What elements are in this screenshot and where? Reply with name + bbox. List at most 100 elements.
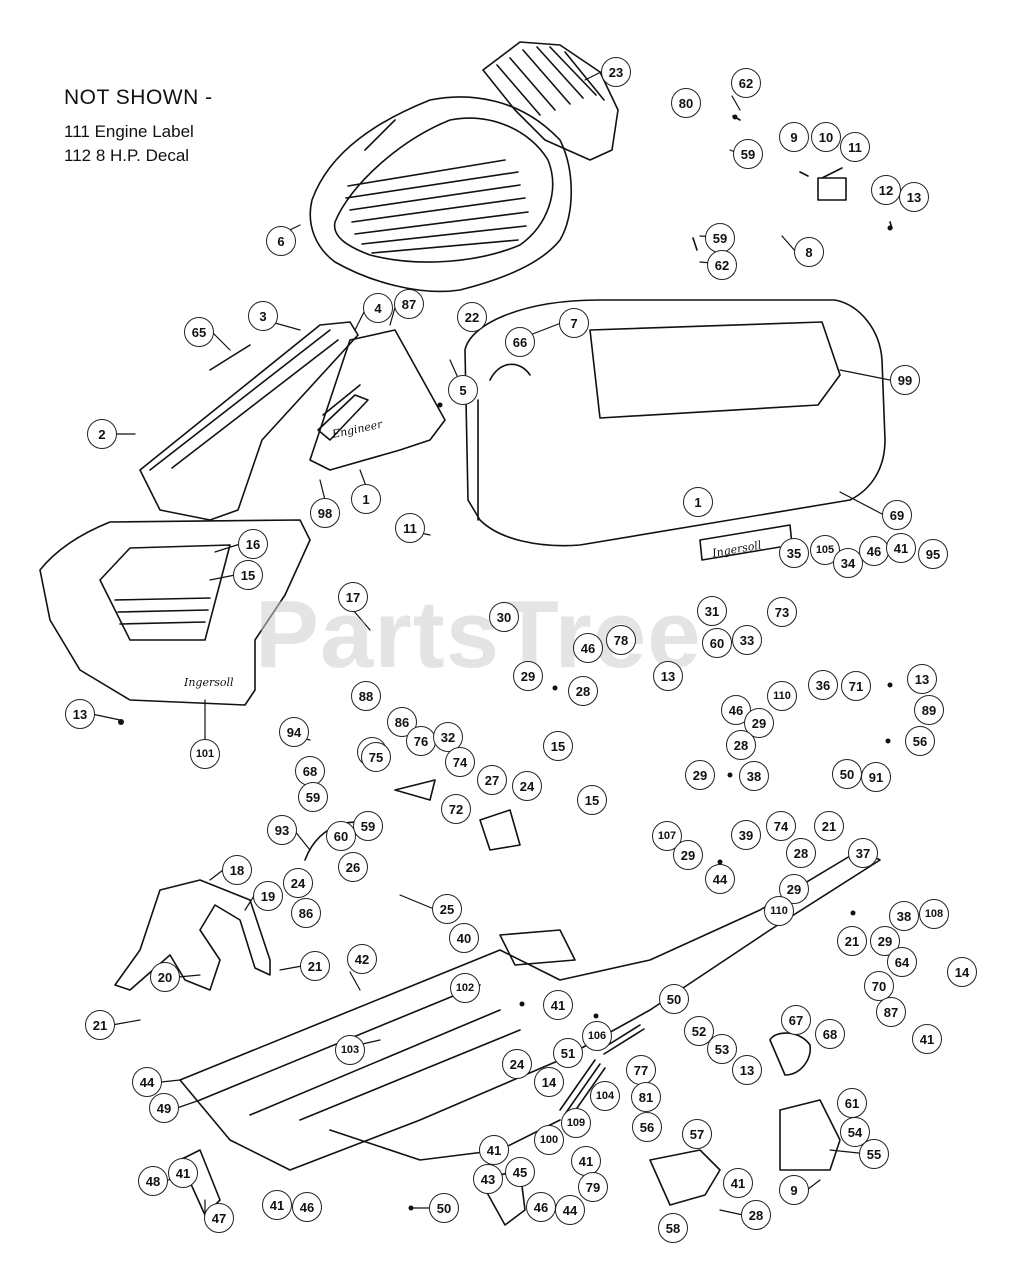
part-callout-11[interactable]: 11 — [840, 132, 870, 162]
part-callout-25[interactable]: 25 — [432, 894, 462, 924]
part-callout-24[interactable]: 24 — [502, 1049, 532, 1079]
part-callout-49[interactable]: 49 — [149, 1093, 179, 1123]
part-callout-29[interactable]: 29 — [779, 874, 809, 904]
part-callout-41[interactable]: 41 — [571, 1146, 601, 1176]
part-callout-109[interactable]: 109 — [561, 1108, 591, 1138]
part-callout-46[interactable]: 46 — [292, 1192, 322, 1222]
part-callout-66[interactable]: 66 — [505, 327, 535, 357]
part-callout-74[interactable]: 74 — [766, 811, 796, 841]
part-callout-67[interactable]: 67 — [781, 1005, 811, 1035]
part-callout-41[interactable]: 41 — [723, 1168, 753, 1198]
part-callout-62[interactable]: 62 — [707, 250, 737, 280]
part-callout-41[interactable]: 41 — [886, 533, 916, 563]
part-callout-13[interactable]: 13 — [907, 664, 937, 694]
part-callout-13[interactable]: 13 — [653, 661, 683, 691]
part-callout-46[interactable]: 46 — [526, 1192, 556, 1222]
part-callout-24[interactable]: 24 — [283, 868, 313, 898]
part-callout-28[interactable]: 28 — [726, 730, 756, 760]
part-callout-29[interactable]: 29 — [673, 840, 703, 870]
part-callout-56[interactable]: 56 — [632, 1112, 662, 1142]
part-callout-15[interactable]: 15 — [543, 731, 573, 761]
part-callout-17[interactable]: 17 — [338, 582, 368, 612]
part-callout-10[interactable]: 10 — [811, 122, 841, 152]
part-callout-1[interactable]: 1 — [351, 484, 381, 514]
part-callout-41[interactable]: 41 — [262, 1190, 292, 1220]
part-callout-51[interactable]: 51 — [553, 1038, 583, 1068]
part-callout-100[interactable]: 100 — [534, 1125, 564, 1155]
part-callout-42[interactable]: 42 — [347, 944, 377, 974]
part-callout-106[interactable]: 106 — [582, 1021, 612, 1051]
part-callout-48[interactable]: 48 — [138, 1166, 168, 1196]
part-callout-64[interactable]: 64 — [887, 947, 917, 977]
part-callout-21[interactable]: 21 — [300, 951, 330, 981]
part-callout-6[interactable]: 6 — [266, 226, 296, 256]
part-callout-22[interactable]: 22 — [457, 302, 487, 332]
part-callout-8[interactable]: 8 — [794, 237, 824, 267]
part-callout-44[interactable]: 44 — [705, 864, 735, 894]
part-callout-80[interactable]: 80 — [671, 88, 701, 118]
part-callout-1[interactable]: 1 — [683, 487, 713, 517]
part-callout-76[interactable]: 76 — [406, 726, 436, 756]
part-callout-28[interactable]: 28 — [741, 1200, 771, 1230]
part-callout-13[interactable]: 13 — [65, 699, 95, 729]
part-callout-68[interactable]: 68 — [295, 756, 325, 786]
part-callout-38[interactable]: 38 — [739, 761, 769, 791]
part-callout-20[interactable]: 20 — [150, 962, 180, 992]
part-callout-72[interactable]: 72 — [441, 794, 471, 824]
part-callout-50[interactable]: 50 — [659, 984, 689, 1014]
part-callout-56[interactable]: 56 — [905, 726, 935, 756]
part-callout-30[interactable]: 30 — [489, 602, 519, 632]
part-callout-110[interactable]: 110 — [764, 896, 794, 926]
part-callout-2[interactable]: 2 — [87, 419, 117, 449]
part-callout-88[interactable]: 88 — [351, 681, 381, 711]
part-callout-41[interactable]: 41 — [912, 1024, 942, 1054]
part-callout-33[interactable]: 33 — [732, 625, 762, 655]
part-callout-57[interactable]: 57 — [682, 1119, 712, 1149]
part-callout-77[interactable]: 77 — [626, 1055, 656, 1085]
part-callout-11[interactable]: 11 — [395, 513, 425, 543]
part-callout-47[interactable]: 47 — [204, 1203, 234, 1233]
part-callout-62[interactable]: 62 — [731, 68, 761, 98]
part-callout-21[interactable]: 21 — [814, 811, 844, 841]
part-callout-104[interactable]: 104 — [590, 1081, 620, 1111]
part-callout-55[interactable]: 55 — [859, 1139, 889, 1169]
part-callout-60[interactable]: 60 — [326, 821, 356, 851]
part-callout-103[interactable]: 103 — [335, 1035, 365, 1065]
part-callout-38[interactable]: 38 — [889, 901, 919, 931]
part-callout-19[interactable]: 19 — [253, 881, 283, 911]
part-callout-36[interactable]: 36 — [808, 670, 838, 700]
part-callout-13[interactable]: 13 — [899, 182, 929, 212]
part-callout-12[interactable]: 12 — [871, 175, 901, 205]
part-callout-5[interactable]: 5 — [448, 375, 478, 405]
part-callout-53[interactable]: 53 — [707, 1034, 737, 1064]
part-callout-70[interactable]: 70 — [864, 971, 894, 1001]
part-callout-79[interactable]: 79 — [578, 1172, 608, 1202]
part-callout-71[interactable]: 71 — [841, 671, 871, 701]
part-callout-81[interactable]: 81 — [631, 1082, 661, 1112]
part-callout-9[interactable]: 9 — [779, 122, 809, 152]
part-callout-28[interactable]: 28 — [568, 676, 598, 706]
part-callout-86[interactable]: 86 — [291, 898, 321, 928]
part-callout-14[interactable]: 14 — [534, 1067, 564, 1097]
part-callout-59[interactable]: 59 — [705, 223, 735, 253]
part-callout-27[interactable]: 27 — [477, 765, 507, 795]
part-callout-18[interactable]: 18 — [222, 855, 252, 885]
part-callout-46[interactable]: 46 — [859, 536, 889, 566]
part-callout-61[interactable]: 61 — [837, 1088, 867, 1118]
part-callout-102[interactable]: 102 — [450, 973, 480, 1003]
part-callout-21[interactable]: 21 — [837, 926, 867, 956]
part-callout-9[interactable]: 9 — [779, 1175, 809, 1205]
part-callout-78[interactable]: 78 — [606, 625, 636, 655]
part-callout-74[interactable]: 74 — [445, 747, 475, 777]
part-callout-60[interactable]: 60 — [702, 628, 732, 658]
part-callout-59[interactable]: 59 — [353, 811, 383, 841]
part-callout-21[interactable]: 21 — [85, 1010, 115, 1040]
part-callout-75[interactable]: 75 — [361, 742, 391, 772]
part-callout-44[interactable]: 44 — [132, 1067, 162, 1097]
part-callout-87[interactable]: 87 — [394, 289, 424, 319]
part-callout-15[interactable]: 15 — [233, 560, 263, 590]
part-callout-94[interactable]: 94 — [279, 717, 309, 747]
part-callout-91[interactable]: 91 — [861, 762, 891, 792]
part-callout-34[interactable]: 34 — [833, 548, 863, 578]
part-callout-46[interactable]: 46 — [573, 633, 603, 663]
